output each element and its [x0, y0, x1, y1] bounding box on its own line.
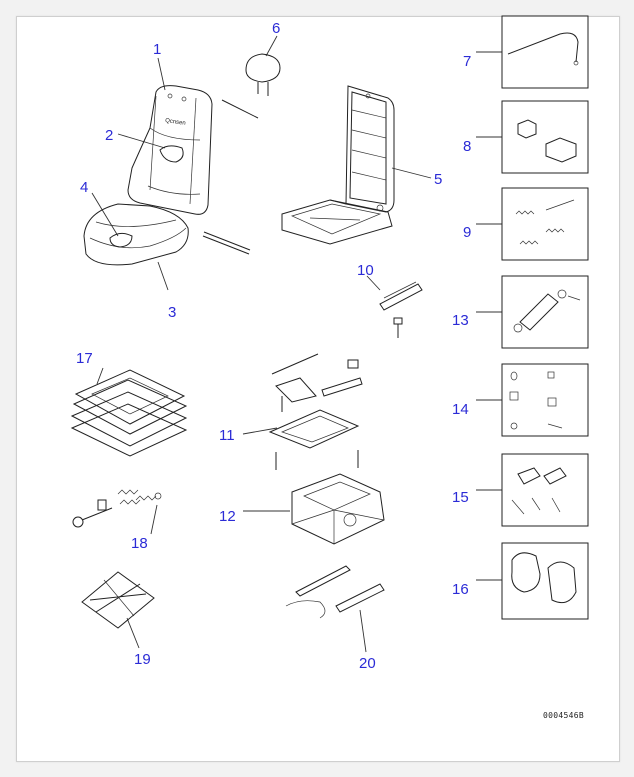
callout-16[interactable]: 16: [452, 581, 469, 598]
callout-19[interactable]: 19: [134, 651, 151, 668]
cushion-pads: [70, 369, 188, 457]
callout-5[interactable]: 5: [434, 171, 443, 188]
headrest: [221, 53, 281, 119]
callout-9[interactable]: 9: [463, 224, 472, 241]
callout-6[interactable]: 6: [272, 20, 281, 37]
seat-bracket: [268, 353, 363, 470]
slide-rail: [379, 281, 423, 338]
callout-10[interactable]: 10: [357, 262, 374, 279]
svg-text:Qcnsen: Qcnsen: [165, 118, 186, 127]
seat-frame: [281, 85, 395, 245]
callout-4[interactable]: 4: [80, 179, 89, 196]
callout-7[interactable]: 7: [463, 53, 472, 70]
leader-lines: [91, 35, 503, 653]
fastener-set: [72, 489, 162, 528]
callout-1[interactable]: 1: [153, 41, 162, 58]
callout-2[interactable]: 2: [105, 127, 114, 144]
seat-cushion: [83, 203, 251, 266]
callout-17[interactable]: 17: [76, 350, 93, 367]
callout-13[interactable]: 13: [452, 312, 469, 329]
callout-8[interactable]: 8: [463, 138, 472, 155]
suspension-unit: [291, 473, 385, 545]
callout-3[interactable]: 3: [168, 304, 177, 321]
callout-11[interactable]: 11: [219, 427, 235, 444]
callout-12[interactable]: 12: [219, 508, 236, 525]
seat-rails: [285, 565, 385, 619]
seat-back-cushion: Qcnsen: [127, 85, 213, 215]
callout-18[interactable]: 18: [131, 535, 148, 552]
base-frame: [81, 571, 155, 629]
callout-15[interactable]: 15: [452, 489, 469, 506]
callout-14[interactable]: 14: [452, 401, 469, 418]
kit-boxes: [501, 15, 589, 620]
drawing-code: 0004546B: [543, 711, 584, 720]
callout-20[interactable]: 20: [359, 655, 376, 672]
